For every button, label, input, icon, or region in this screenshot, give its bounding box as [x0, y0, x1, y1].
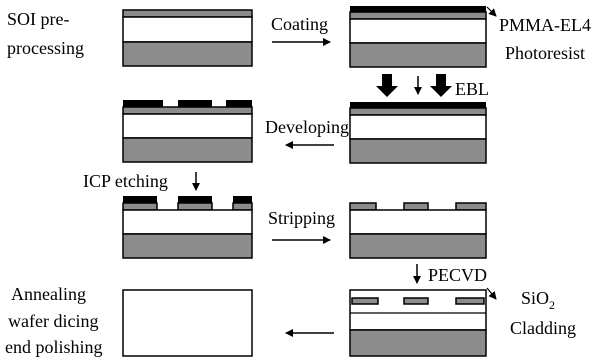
- label-pecvd: PECVD: [428, 265, 487, 285]
- substrate-layer: [122, 233, 253, 259]
- ridge-with-resist: [178, 196, 212, 203]
- box-oxide-layer: [122, 113, 253, 139]
- ridge-si: [232, 202, 253, 211]
- ebl-beam-left: [376, 74, 398, 97]
- ridge-si: [122, 202, 158, 211]
- device-si-layer: [349, 11, 487, 20]
- resist-segment: [226, 100, 252, 107]
- wafer-developed: [122, 100, 253, 163]
- label-developing: Developing: [265, 117, 349, 137]
- label-soi-line2: processing: [7, 38, 84, 58]
- ridge-with-resist: [233, 196, 252, 203]
- wafer-soi: [122, 9, 253, 67]
- resist-segment: [123, 100, 163, 107]
- box-oxide-layer: [349, 114, 487, 140]
- wafer-coated: [349, 6, 487, 68]
- device-si-layer: [349, 107, 487, 116]
- label-ebl: EBL: [455, 79, 489, 99]
- ridge-si: [349, 202, 377, 211]
- label-pmma-line2: Photoresist: [505, 43, 585, 63]
- wafer-exposed: [349, 102, 487, 164]
- label-annealing-line1: Annealing: [11, 284, 86, 304]
- label-stripping: Stripping: [268, 208, 335, 228]
- resist-layer: [350, 102, 486, 108]
- label-annealing-line2: wafer dicing: [8, 311, 98, 331]
- substrate-layer: [349, 329, 487, 357]
- arrow-pmma-pointer: [486, 6, 497, 17]
- label-icp-etching: ICP etching: [83, 171, 168, 191]
- label-sio2: SiO2: [521, 288, 555, 312]
- ridge-si: [403, 202, 429, 211]
- device-si-layer: [122, 106, 253, 115]
- cladding-layer: [349, 289, 487, 331]
- ebl-beam-right: [430, 74, 452, 97]
- substrate-layer: [349, 138, 487, 164]
- label-coating: Coating: [271, 14, 328, 34]
- ridge-with-resist: [123, 196, 157, 203]
- ridge-si: [177, 202, 213, 211]
- box-oxide-layer: [349, 209, 487, 235]
- wafer-clad: [349, 289, 487, 357]
- box-oxide-layer: [349, 18, 487, 44]
- substrate-layer: [349, 233, 487, 259]
- wafer-etched: [122, 196, 253, 259]
- ridge-si: [403, 297, 429, 305]
- wafer-final: [122, 289, 253, 357]
- ridge-si: [351, 297, 379, 305]
- resist-segment: [178, 100, 212, 107]
- substrate-layer: [349, 42, 487, 68]
- ridge-si: [455, 297, 485, 305]
- label-annealing-line3: end polishing: [5, 337, 103, 357]
- substrate-layer: [122, 41, 253, 67]
- label-cladding: Cladding: [510, 318, 576, 338]
- arrow-sio2-pointer: [486, 287, 497, 300]
- label-sio2-subscript: 2: [549, 298, 555, 312]
- substrate-layer: [122, 137, 253, 163]
- device-si-layer: [122, 9, 253, 18]
- box-oxide-layer: [122, 16, 253, 43]
- box-oxide-layer: [122, 209, 253, 235]
- ridge-si: [455, 202, 487, 211]
- label-sio2-main: SiO: [521, 288, 549, 308]
- label-soi-line1: SOI pre-: [7, 9, 69, 29]
- label-pmma-line1: PMMA-EL4: [499, 15, 591, 35]
- resist-layer: [350, 6, 486, 12]
- wafer-stripped: [349, 202, 487, 259]
